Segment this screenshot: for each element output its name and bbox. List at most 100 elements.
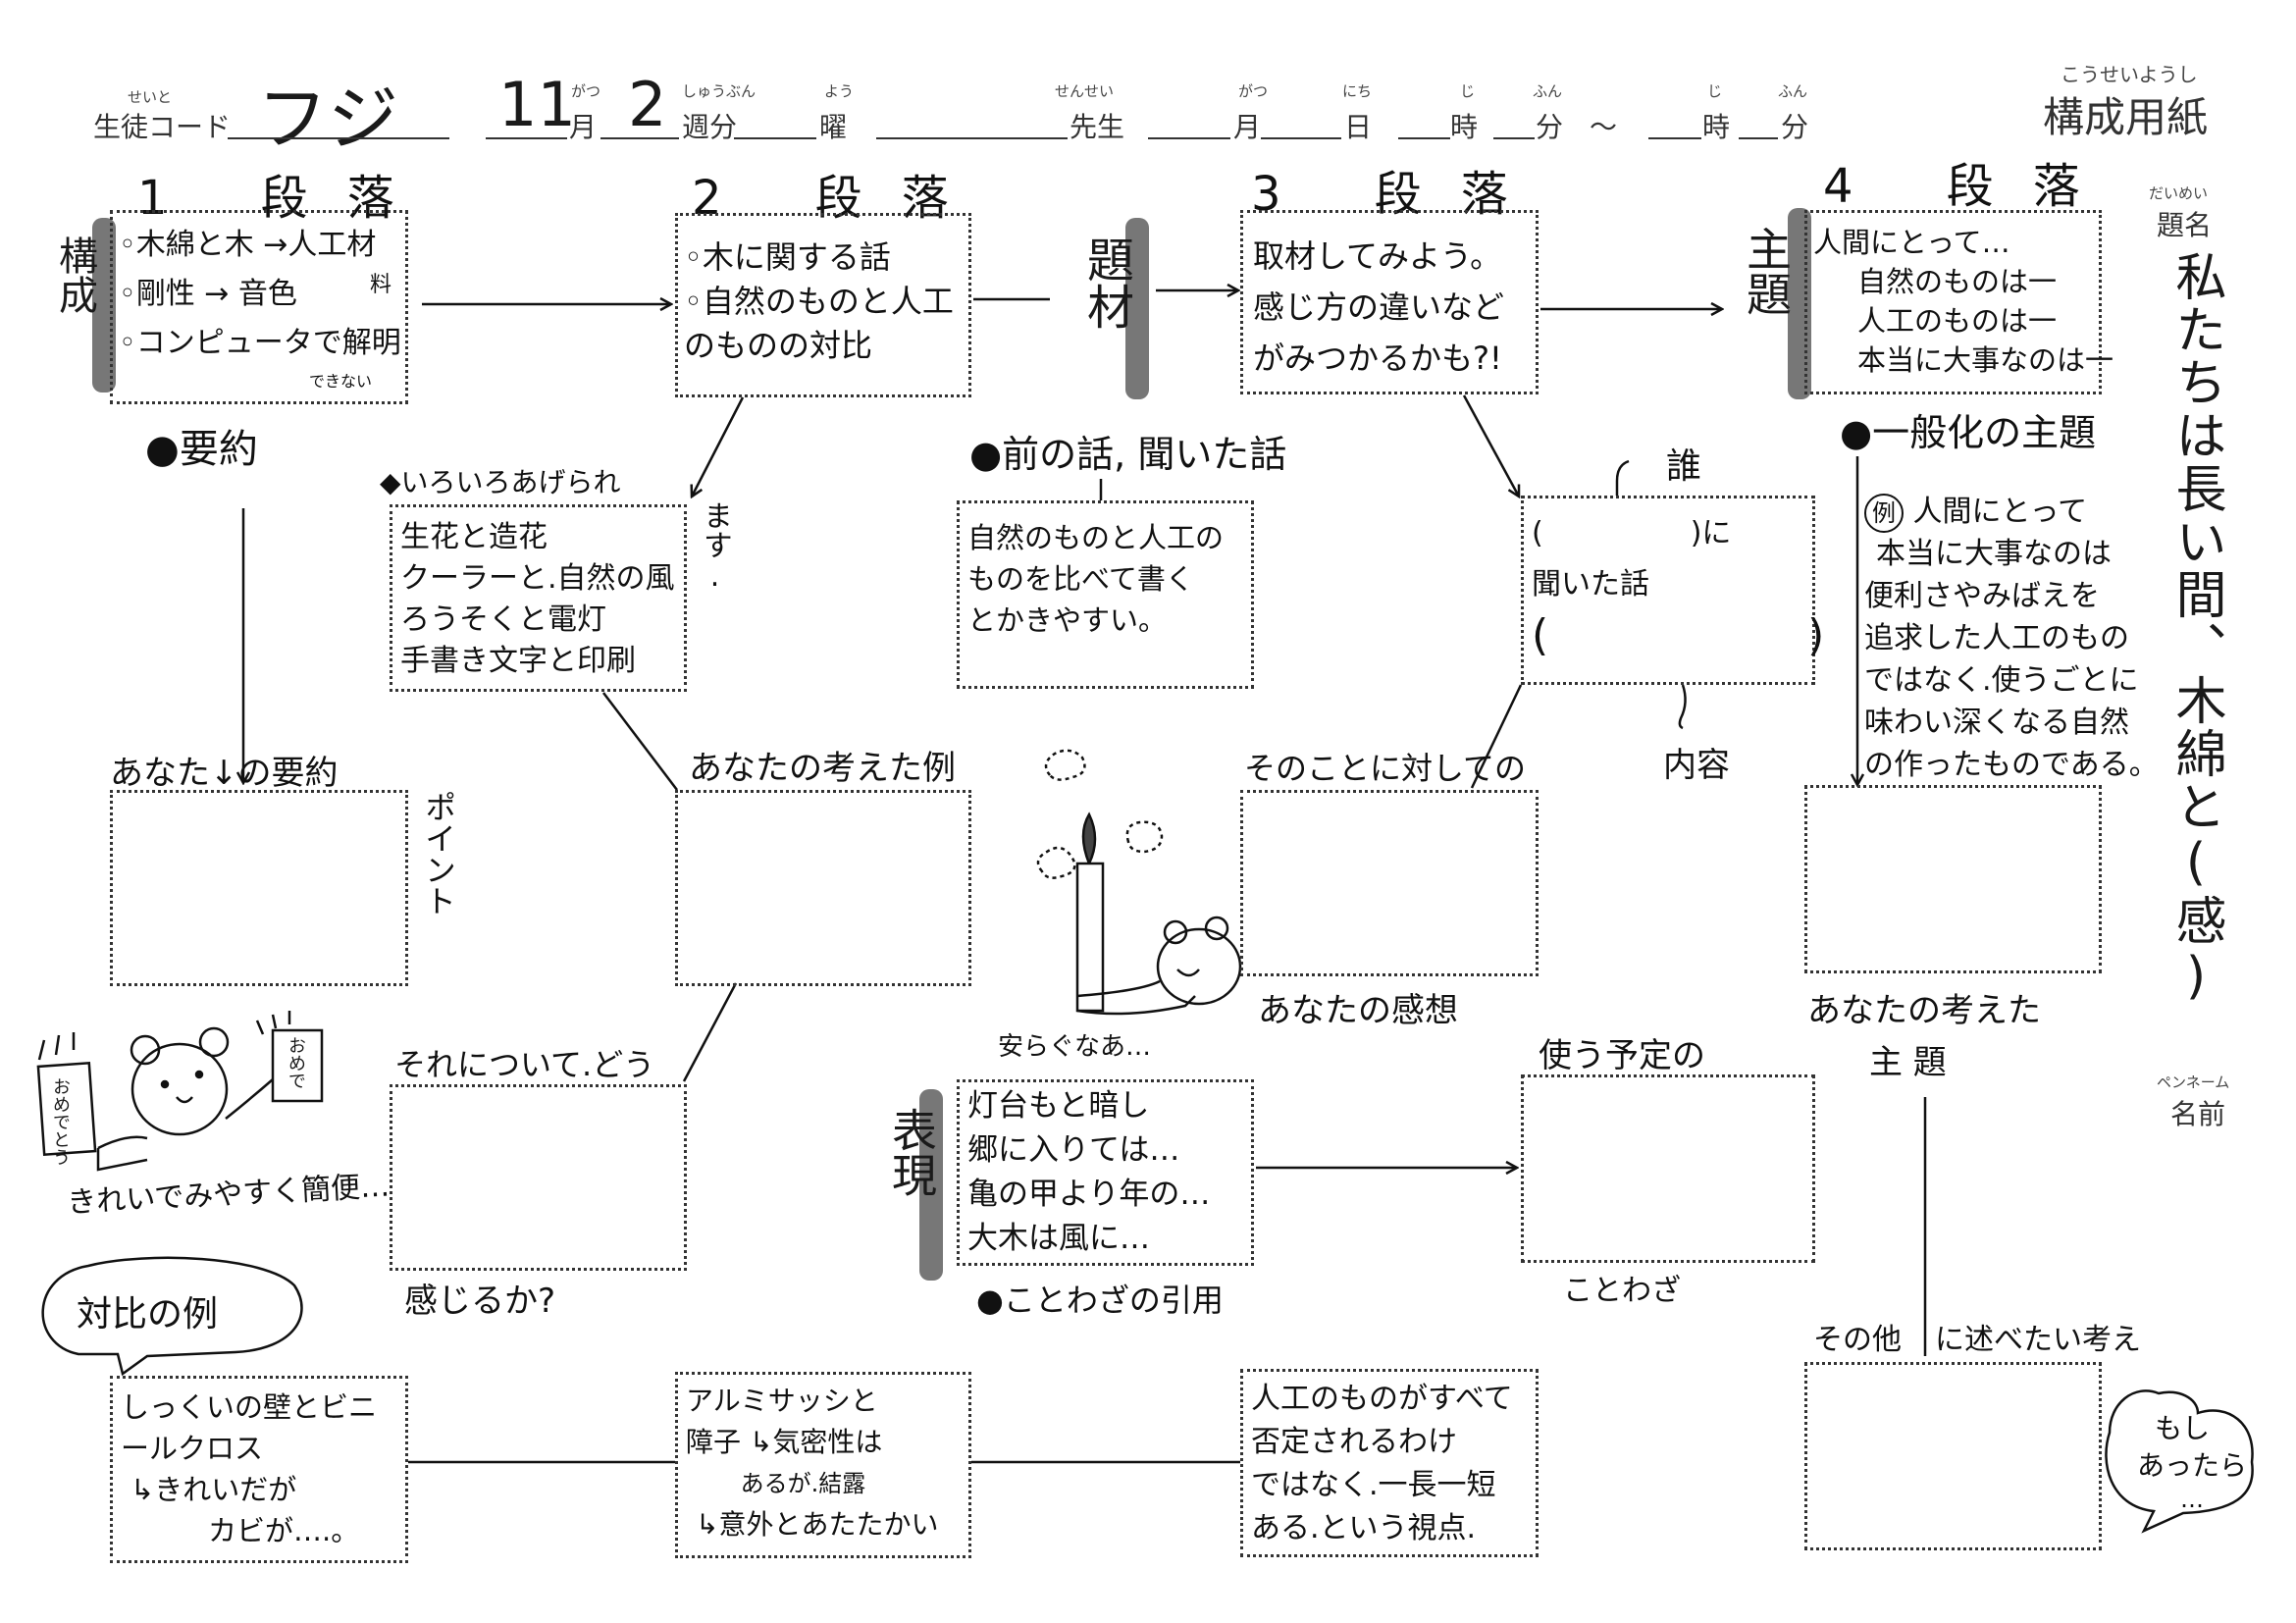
minute2-furigana: ふん: [1778, 82, 1808, 100]
examples-label-tail: ます.: [698, 500, 732, 594]
your-example-box[interactable]: [675, 790, 971, 986]
toward-label: そのことに対しての: [1244, 750, 1527, 787]
box-line: 生花と造花: [400, 520, 548, 554]
weeks-value[interactable]: 2: [628, 69, 667, 140]
your-theme-box[interactable]: [1804, 785, 2102, 973]
heard-story-box[interactable]: ( )に 聞いた話 ( ): [1521, 496, 1824, 685]
box-line: ↳意外とあたたかい: [696, 1508, 939, 1541]
candle-caption: 安らぐなあ…: [998, 1032, 1152, 1062]
your-summary-box[interactable]: [110, 790, 408, 986]
bear-illustration: [36, 1011, 324, 1172]
teacher-furigana: せんせい: [1055, 82, 1115, 100]
paragraph-4-box[interactable]: 人間にとって… 自然のものは一 人工のものは一 本当に大事なのは一: [1804, 210, 2113, 394]
teacher-label: 先生: [1070, 112, 1125, 142]
your-summary-label: あなた↓の要約: [110, 754, 339, 793]
point-label: ポイント: [420, 791, 457, 916]
box-line: 人間にとって…: [1813, 226, 2010, 259]
contrast-example-box-2[interactable]: アルミサッシと 障子 ↳気密性は あるが.結露 ↳意外とあたたかい: [675, 1372, 971, 1558]
box-line: 灯台もと暗し: [967, 1088, 1150, 1124]
other-thoughts-box[interactable]: [1804, 1362, 2102, 1550]
box-line: ◦コンピュータで解明: [119, 326, 401, 360]
box-line: 障子 ↳気密性は: [686, 1426, 883, 1458]
arrow-p3-to-heard: [1462, 394, 1519, 497]
title-value[interactable]: 私たちは長い間、木綿と(感): [2166, 250, 2225, 1008]
box-line: ( )に: [1532, 516, 1732, 550]
if-bubble-text-1: もし: [2155, 1412, 2211, 1444]
prev-story-box[interactable]: 自然のものと人工の ものを比べて書く とかきやすい。: [957, 500, 1254, 689]
minute2-label: 分: [1781, 112, 1809, 142]
title-furigana: だいめい: [2149, 184, 2209, 202]
who-label: 誰: [1666, 446, 1702, 487]
who-hook: [1615, 459, 1630, 496]
theme-tag: 主題: [1737, 208, 1811, 399]
minute2-underline[interactable]: [1739, 137, 1778, 139]
contrast-bubble-text: 対比の例: [77, 1294, 219, 1335]
date-day-underline[interactable]: [1261, 137, 1341, 139]
hour2-underline[interactable]: [1648, 137, 1701, 139]
weekday-furigana: よう: [824, 82, 855, 100]
date-day-furigana: にち: [1342, 82, 1373, 100]
box-line: ◦木に関する話: [684, 238, 891, 276]
box-line: ( ): [1532, 610, 1825, 660]
box-line: とかきやすい。: [967, 603, 1168, 637]
paragraph-2-heading: 2 段落: [692, 171, 988, 226]
paragraph-4-heading: 4 段落: [1823, 159, 2119, 214]
date-month-furigana: がつ: [1238, 82, 1269, 100]
planned-proverb-box[interactable]: [1521, 1074, 1815, 1263]
examples-box[interactable]: 生花と造花 クーラーと.自然の風 ろうそくと電灯 手書き文字と印刷: [390, 504, 687, 692]
box-line: あるが.結露: [686, 1470, 866, 1497]
theme-tag-label: 主題: [1740, 226, 1793, 316]
penname-furigana: ペンネーム: [2157, 1073, 2230, 1091]
weekday-underline[interactable]: [734, 137, 816, 139]
hour-furigana: じ: [1460, 82, 1476, 100]
box-line: 亀の甲より年の…: [967, 1177, 1211, 1212]
your-impression-box[interactable]: [1240, 790, 1539, 976]
line-your-example-to-how: [682, 982, 738, 1082]
box-line: がみつかるかも?!: [1253, 340, 1502, 377]
example-line: 追求した人工のもの: [1864, 621, 2129, 655]
example-line: ではなく.使うごとに: [1864, 663, 2139, 698]
box-line: 自然のものは一: [1857, 265, 2058, 298]
bear-sign-1: おめでとう: [50, 1077, 71, 1166]
hour-underline[interactable]: [1398, 137, 1450, 139]
your-theme-label-2: 主 題: [1869, 1043, 1947, 1082]
sheet-title: 構成用紙: [2043, 94, 2209, 140]
title-label: 題名: [2157, 210, 2213, 240]
contrast-example-box-3[interactable]: 人工のものがすべて 否定されるわけ ではなく.一長一短 ある.という視点.: [1240, 1369, 1539, 1557]
paragraph-2-box[interactable]: ◦木に関する話 ◦自然のものと人工 のものの対比: [675, 213, 971, 397]
proverb-box[interactable]: 灯台もと暗し 郷に入りては… 亀の甲より年の… 大木は風に…: [957, 1079, 1254, 1266]
arrow-p2-to-examples: [692, 396, 745, 497]
box-line: 自然のものと人工の: [967, 521, 1225, 554]
structure-tag-label: 構成: [52, 236, 97, 314]
box-line: ールクロス: [121, 1432, 264, 1465]
minute-underline[interactable]: [1493, 137, 1535, 139]
hour-label: 時: [1450, 112, 1479, 142]
weeks-underline: [600, 137, 679, 139]
box-line: 聞いた話: [1532, 567, 1649, 602]
paragraph-3-box[interactable]: 取材してみよう。 感じ方の違いなど がみつかるかも?!: [1240, 210, 1539, 394]
box-line: 感じ方の違いなど: [1253, 288, 1505, 326]
other-label-2: に述べたい考え: [1935, 1323, 2141, 1357]
paragraph-1-box[interactable]: ◦木綿と木 →人工材 ◦剛性 → 音色 ◦コンピュータで解明 料 できない: [110, 210, 408, 404]
month-value[interactable]: 11: [498, 69, 576, 140]
if-bubble-text-3: …: [2180, 1486, 2204, 1513]
box-line: 人工のものは一: [1857, 304, 2058, 338]
box-line: アルミサッシと: [686, 1385, 878, 1417]
how-label: それについて.どう: [394, 1046, 655, 1083]
example-line: の作ったものである。: [1864, 748, 2159, 782]
box-line: しっくいの壁とビニ: [121, 1390, 378, 1424]
your-example-label: あなたの考えた例: [689, 749, 956, 788]
teacher-underline[interactable]: [876, 137, 1068, 139]
line-examples-to-your-example: [602, 692, 678, 791]
summary-label: ●要約: [145, 427, 258, 472]
general-theme-label: ●一般化の主題: [1840, 411, 2097, 454]
date-month-underline[interactable]: [1148, 137, 1230, 139]
how-feel-box[interactable]: [390, 1084, 687, 1271]
student-code-value[interactable]: フジ: [257, 78, 399, 160]
date-month-label: 月: [1233, 112, 1262, 142]
highlight-bar: [1125, 218, 1149, 399]
weeks-furigana: しゅうぶん: [682, 82, 757, 100]
contrast-example-box-1[interactable]: しっくいの壁とビニ ールクロス ↳きれいだが カビが….。: [110, 1376, 408, 1563]
month-furigana: がつ: [571, 82, 601, 100]
topic-tag-label: 題材: [1078, 236, 1133, 330]
